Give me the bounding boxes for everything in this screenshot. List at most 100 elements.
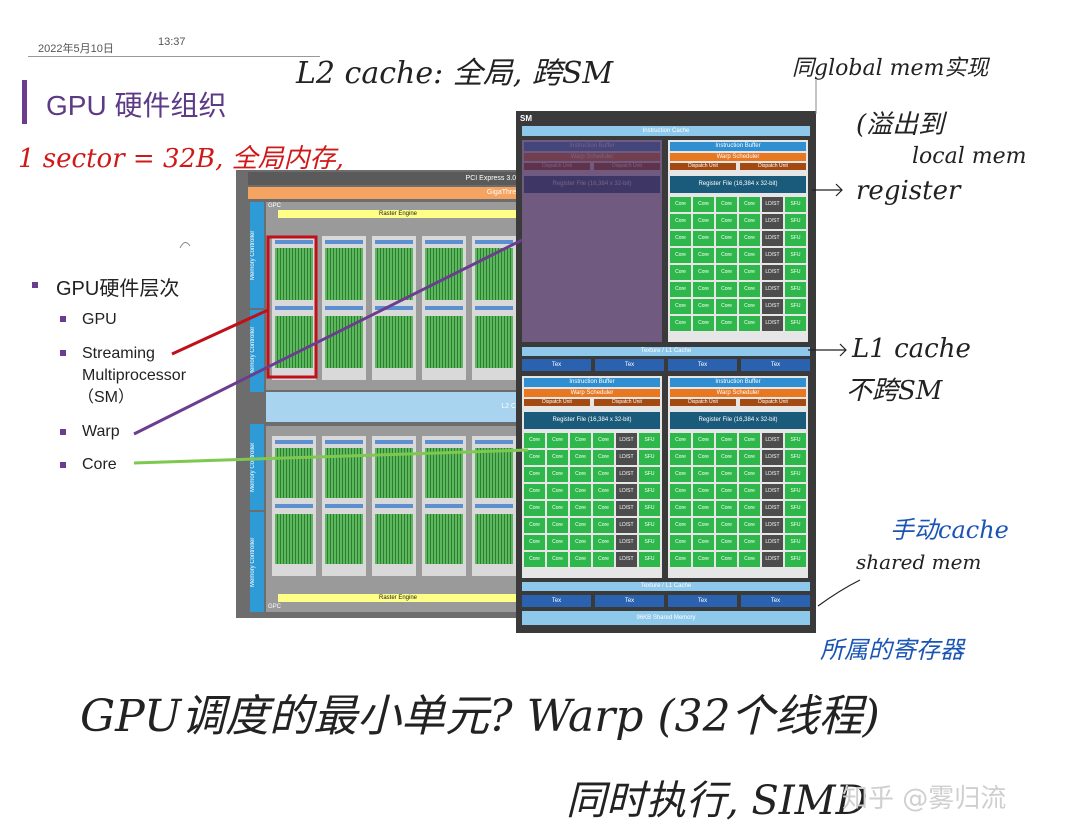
raster-engine: Raster Engine [278, 594, 518, 602]
ldst-unit: LD/ST [616, 484, 637, 499]
sfu-unit: SFU [785, 248, 806, 263]
sm-block [422, 236, 466, 380]
bullet-marker [60, 462, 66, 468]
core-unit: Core [593, 433, 614, 448]
core-unit: Core [593, 450, 614, 465]
core-unit: Core [524, 535, 545, 550]
sfu-unit: SFU [785, 197, 806, 212]
texture-l1-cache: Texture / L1 Cache [522, 347, 810, 356]
core-unit: Core [593, 484, 614, 499]
core-unit: Core [593, 501, 614, 516]
core-unit: Core [670, 282, 691, 297]
sfu-unit: SFU [639, 484, 660, 499]
core-unit: Core [716, 316, 737, 331]
title-accent-bar [22, 80, 27, 124]
bullet-sm-line3: （SM） [78, 389, 135, 406]
sm-block [322, 436, 366, 576]
tex-unit: Tex [595, 359, 664, 371]
core-unit: Core [716, 299, 737, 314]
ldst-unit: LD/ST [616, 535, 637, 550]
core-unit: Core [570, 484, 591, 499]
core-unit: Core [670, 450, 691, 465]
shared-mem-arrow [817, 579, 861, 607]
ldst-unit: LD/ST [762, 518, 783, 533]
warp-scheduler: Warp Scheduler [670, 389, 806, 397]
tex-unit: Tex [668, 359, 737, 371]
tex-unit: Tex [595, 595, 664, 607]
note-manual-cache: 手动cache [890, 516, 1009, 544]
ldst-unit: LD/ST [762, 433, 783, 448]
core-unit: Core [524, 552, 545, 567]
texture-l1-cache: Texture / L1 Cache [522, 582, 810, 591]
sm-connector-line [171, 308, 269, 356]
core-unit: Core [593, 467, 614, 482]
sfu-unit: SFU [785, 433, 806, 448]
ldst-unit: LD/ST [762, 316, 783, 331]
watermark: 知乎 @雾归流 [842, 784, 1007, 814]
gigathread-engine: GigaThrea [248, 187, 520, 199]
core-unit: Core [716, 197, 737, 212]
core-unit: Core [670, 316, 691, 331]
dispatch-unit: Dispatch Unit [740, 399, 806, 406]
core-unit: Core [570, 433, 591, 448]
sm-partition: Instruction Buffer Warp Scheduler Dispat… [668, 376, 808, 578]
warp-highlight [522, 140, 662, 342]
ldst-unit: LD/ST [762, 248, 783, 263]
core-unit: Core [693, 316, 714, 331]
gpu-chip-diagram: PCI Express 3.0 I GigaThrea Memory Contr… [236, 170, 520, 618]
core-unit: Core [739, 450, 760, 465]
core-unit: Core [693, 501, 714, 516]
bullet-marker [60, 316, 66, 322]
sm-highlight-box [266, 235, 318, 379]
note-l1-cache: L1 cache [852, 334, 971, 364]
core-unit: Core [739, 282, 760, 297]
ldst-unit: LD/ST [762, 467, 783, 482]
tex-row: Tex Tex Tex Tex [522, 595, 810, 607]
register-file: Register File (16,384 x 32-bit) [670, 176, 806, 193]
sm-partition: Instruction Buffer Warp Scheduler Dispat… [668, 140, 808, 342]
core-unit: Core [693, 282, 714, 297]
bullet-warp: Warp [82, 423, 120, 440]
core-unit: Core [570, 467, 591, 482]
core-unit: Core [739, 316, 760, 331]
core-unit: Core [693, 484, 714, 499]
core-unit: Core [716, 265, 737, 280]
core-unit: Core [693, 552, 714, 567]
bullet-core: Core [82, 456, 117, 473]
ldst-unit: LD/ST [762, 231, 783, 246]
core-unit: Core [716, 518, 737, 533]
core-unit: Core [670, 433, 691, 448]
shared-memory: 96KB Shared Memory [522, 611, 810, 625]
core-unit: Core [524, 484, 545, 499]
dispatch-unit: Dispatch Unit [594, 399, 660, 406]
core-unit: Core [570, 535, 591, 550]
tex-unit: Tex [668, 595, 737, 607]
note-l1-sub: 不跨SM [846, 376, 943, 406]
core-unit: Core [670, 231, 691, 246]
core-unit: Core [670, 265, 691, 280]
ldst-unit: LD/ST [762, 214, 783, 229]
core-unit: Core [547, 484, 568, 499]
sm-partition: Instruction Buffer Warp Scheduler Dispat… [522, 376, 662, 578]
core-unit: Core [593, 535, 614, 550]
note-scheduler: 所属的寄存器 [820, 636, 964, 664]
sfu-unit: SFU [785, 299, 806, 314]
note-local-mem: local mem [912, 144, 1027, 169]
warp-scheduler: Warp Scheduler [524, 389, 660, 397]
core-unit: Core [739, 484, 760, 499]
bullet-marker [60, 429, 66, 435]
tex-unit: Tex [741, 595, 810, 607]
l1-arrow [808, 343, 847, 357]
sfu-unit: SFU [639, 433, 660, 448]
